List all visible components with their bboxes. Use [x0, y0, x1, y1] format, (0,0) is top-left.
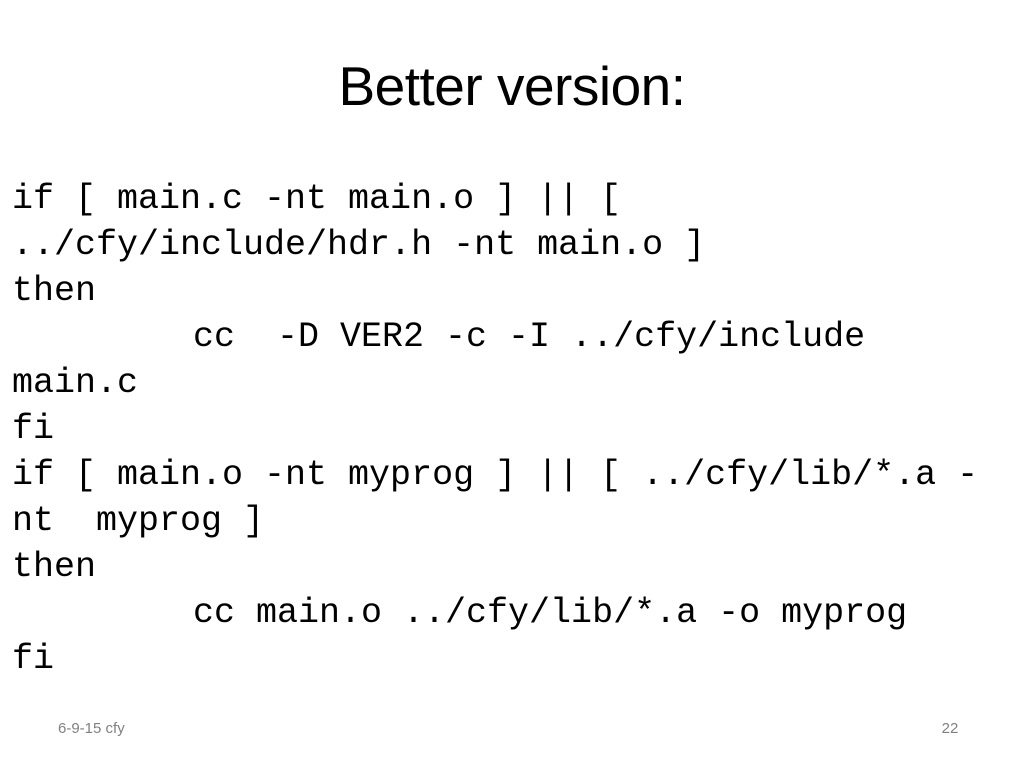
footer-date-author: 6-9-15 cfy — [58, 720, 125, 737]
code-block: if [ main.c -nt main.o ] || [ ../cfy/inc… — [12, 176, 1012, 682]
code-line: then — [12, 547, 97, 587]
code-line: then — [12, 271, 97, 311]
code-line: cc main.o ../cfy/lib/*.a -o myprog — [193, 593, 908, 633]
code-line: if [ main.c -nt main.o ] || [ ../cfy/inc… — [12, 179, 706, 265]
footer-page-number: 22 — [941, 720, 959, 737]
code-line: cc -D VER2 -c -I ../cfy/include main.c — [12, 317, 887, 403]
code-line: fi — [12, 639, 55, 679]
code-line: if [ main.o -nt myprog ] || [ ../cfy/lib… — [12, 455, 979, 541]
code-line: fi — [12, 409, 55, 449]
page-title: Better version: — [338, 55, 686, 117]
